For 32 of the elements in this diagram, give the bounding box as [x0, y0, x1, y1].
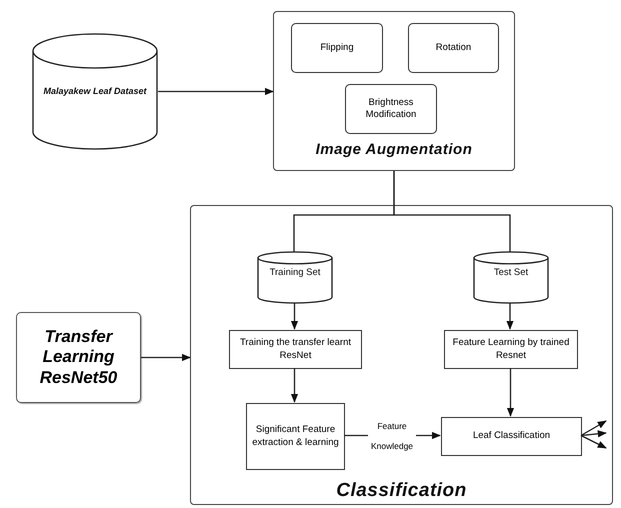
process-box — [229, 330, 362, 369]
box-label: Feature Learning by trained Resnet — [452, 337, 570, 362]
arrow — [506, 368, 514, 417]
process-box — [16, 312, 141, 403]
arrow — [290, 303, 298, 330]
box-label: Training the transfer learnt ResNet — [238, 337, 352, 362]
process-box — [444, 330, 578, 369]
arrow — [158, 88, 274, 96]
arrow — [580, 420, 607, 436]
arrow — [580, 434, 607, 449]
box-label: Leaf Classification — [472, 430, 552, 443]
process-box — [345, 84, 437, 134]
arrow — [290, 368, 298, 403]
arrow — [506, 303, 514, 330]
process-box — [291, 23, 383, 73]
box-label: Significant Feature extraction & learning — [251, 424, 340, 449]
box-label: Rotation — [434, 42, 472, 54]
process-box — [246, 403, 345, 470]
group-title: Classification — [336, 480, 467, 502]
cylinder-label: Malayakew Leaf Dataset — [42, 86, 148, 97]
box-label: Brightness Modification — [364, 96, 418, 122]
box-label: Flipping — [319, 42, 355, 54]
arrow — [141, 354, 191, 362]
cylinder-label: Test Set — [492, 266, 530, 279]
cylinder-label: Training Set — [268, 266, 322, 279]
arrow — [580, 430, 607, 438]
process-box — [441, 417, 582, 456]
process-box — [408, 23, 499, 73]
group-panel — [273, 11, 515, 171]
group-panel — [190, 205, 613, 505]
box-label: Transfer Learning ResNet50 — [38, 326, 118, 388]
group-title: Image Augmentation — [316, 141, 472, 158]
